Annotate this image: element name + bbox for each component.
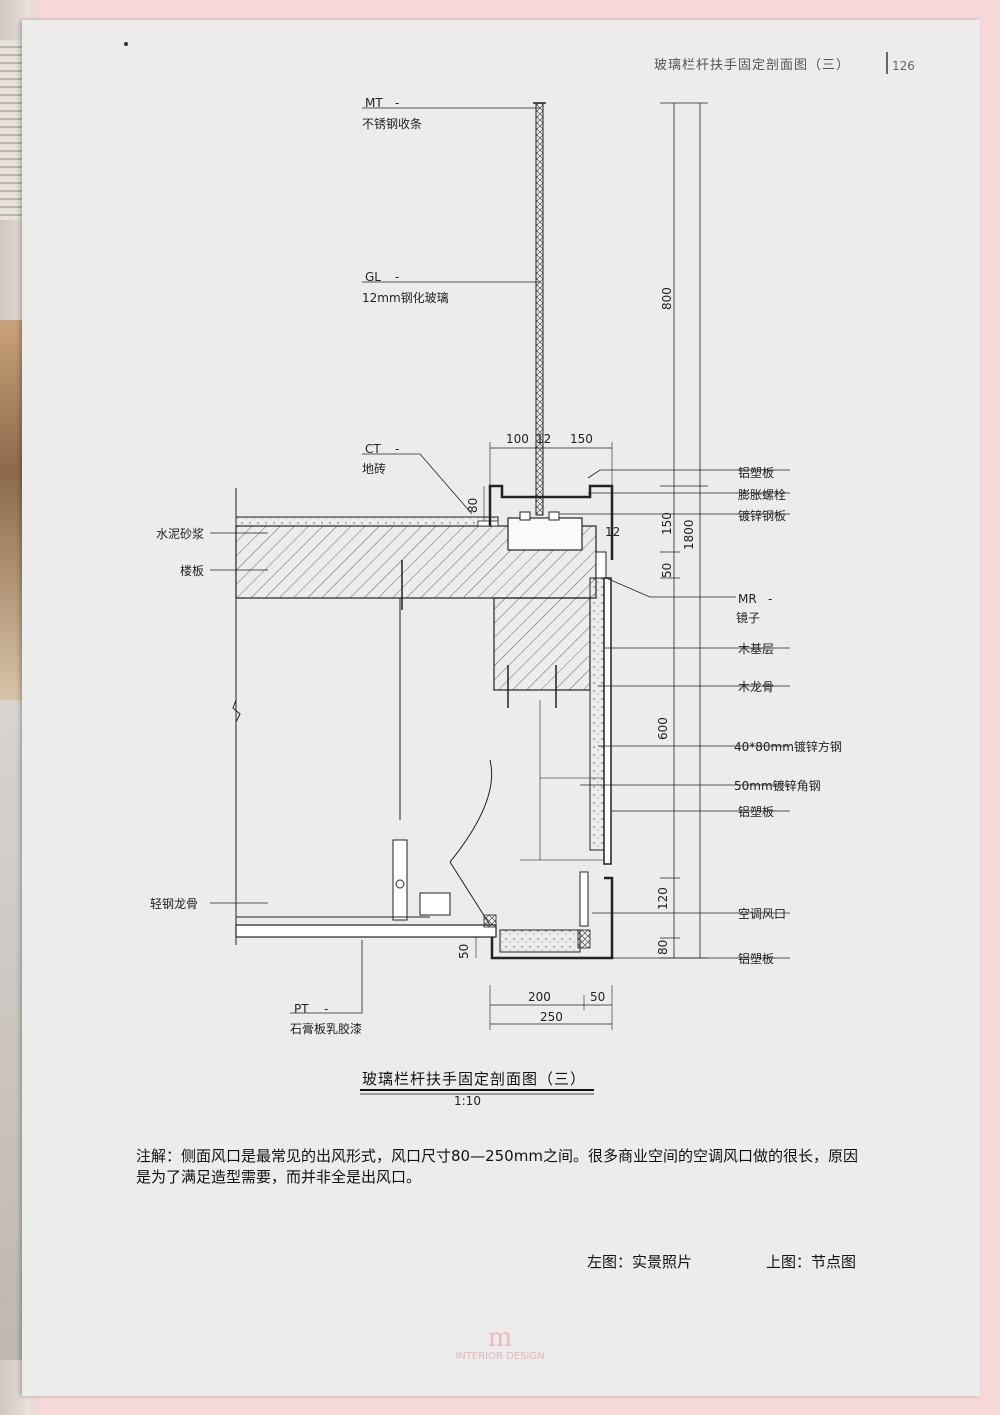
glass-clamp-right: [548, 511, 560, 521]
dim-50-left-text: 50: [457, 943, 471, 959]
callout-mt-desc: 不锈钢收条: [362, 117, 423, 131]
hanger-bolt: [395, 879, 405, 889]
label-r6: 40*80mm镀锌方钢: [734, 740, 842, 754]
dim-v-150: 150: [660, 512, 674, 535]
label-r4: 木基层: [738, 642, 775, 656]
drawing-title: 玻璃栏杆扶手固定剖面图（三）: [362, 1070, 587, 1088]
label-keel: 轻钢龙骨: [150, 897, 199, 911]
label-slab: 楼板: [180, 564, 205, 578]
callout-mr: MR-: [738, 592, 773, 606]
aluminum-cladding: [603, 577, 612, 865]
vent-grille-a: [483, 914, 497, 928]
label-r5: 木龙骨: [738, 680, 775, 694]
dim-v-80: 80: [656, 939, 670, 955]
leader-pt: [290, 940, 363, 1014]
label-r1: 铝塑板: [738, 466, 775, 480]
leader-ct: [362, 453, 473, 515]
vent-duct: [499, 929, 581, 953]
callout-mt: MT-: [365, 96, 400, 110]
vent-grille-b: [577, 929, 591, 949]
dim-v-50: 50: [660, 562, 674, 578]
dim-v-600: 600: [656, 717, 670, 740]
air-vent: [579, 871, 589, 927]
callout-pt: PT-: [294, 1002, 329, 1016]
main-runner: [419, 892, 451, 916]
label-r10: 铝塑板: [738, 952, 775, 966]
floor-tile: [477, 520, 499, 527]
leader-r1: [587, 469, 790, 479]
aluminum-cap: [488, 484, 614, 560]
header-divider: [886, 52, 888, 74]
glass-clamp-left: [519, 511, 531, 521]
leader-mr: [605, 577, 736, 598]
callout-ct-desc: 地砖: [362, 462, 387, 476]
watermark-logo: m: [487, 1323, 513, 1353]
dim-100: 100: [506, 432, 529, 446]
photo-wall: [0, 320, 26, 700]
dim-b-250: 250: [540, 1010, 563, 1024]
label-r7: 50mm镀锌角钢: [734, 779, 821, 793]
annotation-note: 注解：侧面风口是最常见的出风形式，风口尺寸80—250mm之间。很多商业空间的空…: [136, 1147, 858, 1186]
gypsum-ceiling: [235, 924, 497, 938]
dim-12-small: 12: [605, 525, 621, 539]
dim-150: 150: [570, 432, 593, 446]
label-r8: 铝塑板: [738, 805, 775, 819]
callout-ct: CT-: [365, 442, 400, 456]
wood-base: [589, 577, 605, 851]
dim-v-120: 120: [656, 887, 670, 910]
mirror-strip: [595, 551, 607, 579]
page-speck: [124, 42, 128, 46]
dim-80-left-text: 80: [466, 497, 480, 513]
drawing-scale: 1:10: [454, 1094, 481, 1108]
label-mortar: 水泥砂浆: [156, 527, 205, 541]
dim-v-800: 800: [660, 287, 674, 310]
page-number: 126: [892, 59, 915, 73]
watermark: m INTERIOR DESIGN: [440, 1325, 560, 1362]
vent-swing-arc: [449, 759, 493, 863]
galvanized-plate: [507, 517, 583, 551]
callout-gl-desc: 12mm钢化玻璃: [362, 291, 449, 305]
vent-door-line: [449, 861, 491, 926]
footer-left-caption: 左图：实景照片: [587, 1253, 693, 1271]
photo-blinds: [0, 40, 26, 220]
header-title: 玻璃栏杆扶手固定剖面图（三）: [654, 58, 851, 73]
callout-mr-desc: 镜子: [736, 611, 761, 625]
slab-edge-beam: [493, 597, 591, 691]
mortar-layer: [235, 516, 499, 527]
dim-b-200: 200: [528, 990, 551, 1004]
footer-right-caption: 上图：节点图: [766, 1253, 857, 1271]
callout-pt-desc: 石膏板乳胶漆: [290, 1022, 363, 1036]
dim-12: 12: [536, 432, 552, 446]
label-r2: 膨胀螺栓: [738, 488, 787, 502]
dim-v-1800: 1800: [682, 519, 696, 550]
dim-b-50: 50: [590, 990, 606, 1004]
watermark-text: INTERIOR DESIGN: [455, 1351, 545, 1362]
glass-panel: [535, 102, 544, 516]
label-r9: 空调风口: [738, 907, 787, 921]
photo-floor: [0, 700, 26, 1360]
label-r3: 镀锌钢板: [738, 509, 787, 523]
callout-gl: GL-: [365, 270, 400, 284]
book-page: [22, 20, 980, 1396]
